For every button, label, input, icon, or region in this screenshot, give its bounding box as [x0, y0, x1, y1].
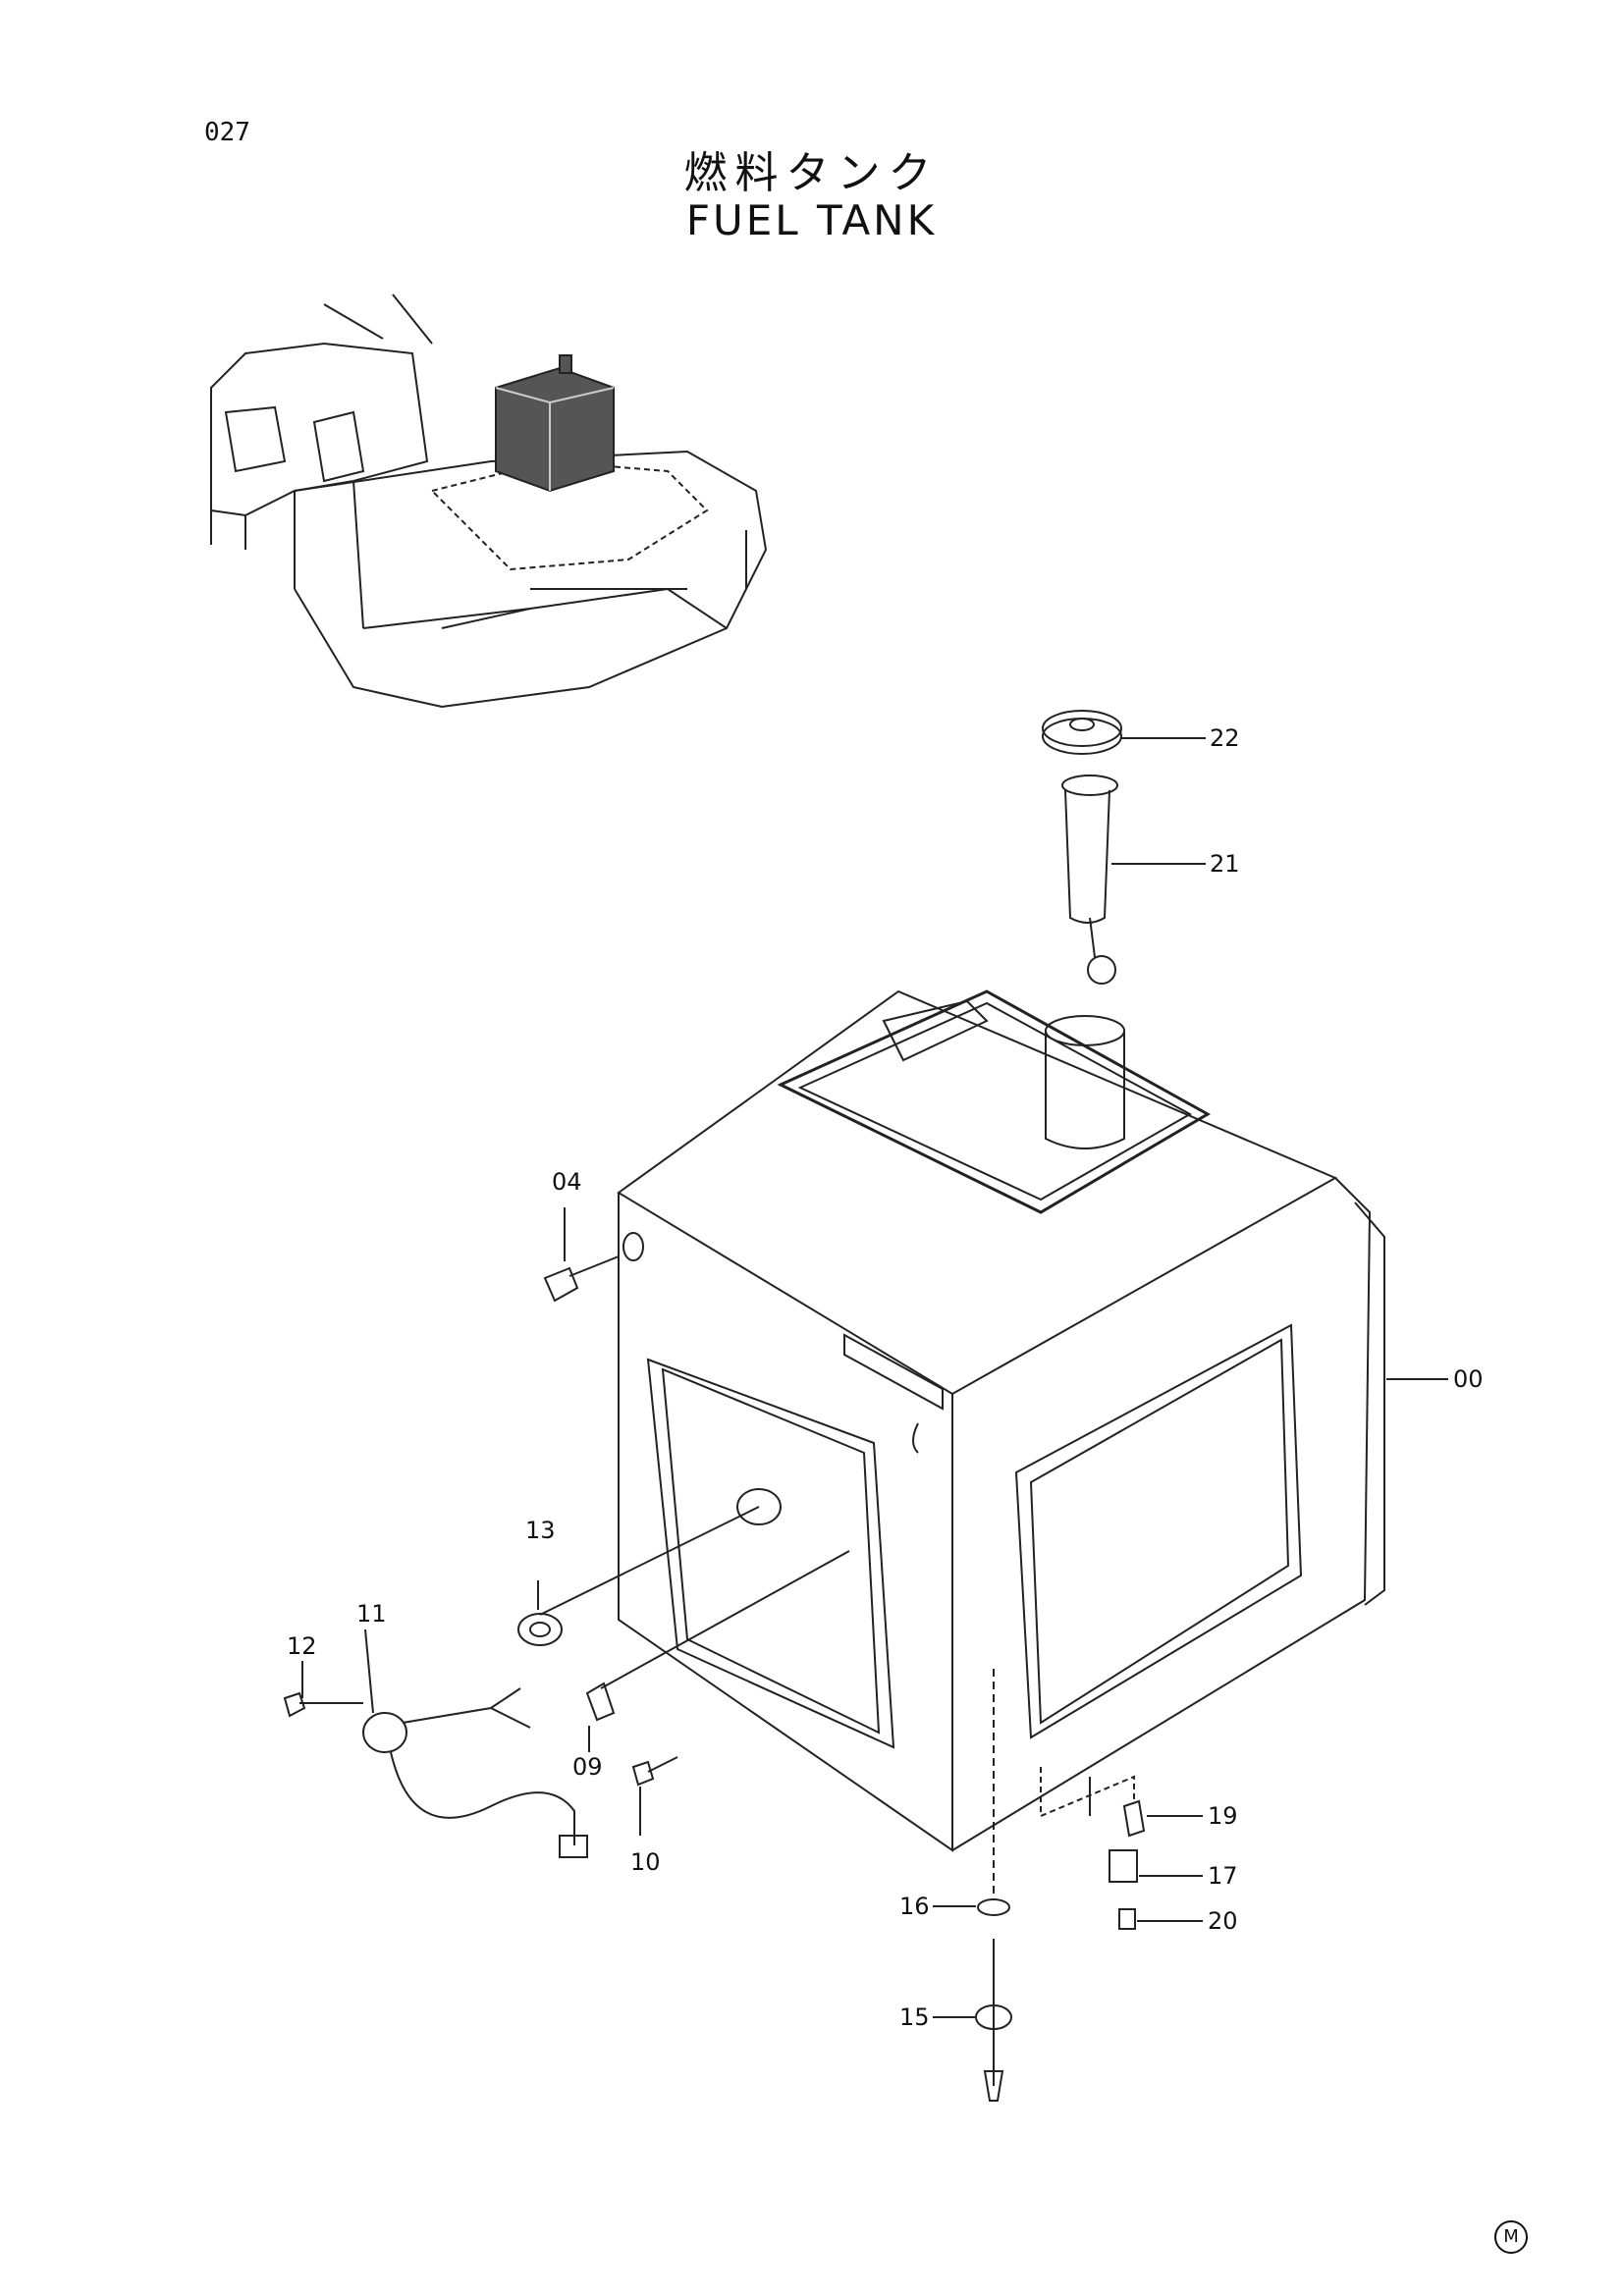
part-label-21: 21: [1210, 850, 1240, 878]
part-label-15: 15: [899, 2003, 930, 2031]
part-label-04: 04: [552, 1168, 582, 1196]
excavator-locator-sketch: [210, 294, 768, 709]
part-20-plug: [1118, 1908, 1136, 1930]
corner-mark: M: [1494, 2220, 1528, 2254]
part-16-washer: [977, 1669, 1010, 1916]
part-19-fitting: [1122, 1799, 1146, 1838]
part-label-13: 13: [525, 1517, 556, 1544]
part-12-bolt: [283, 1691, 363, 1718]
diagram-title-english: FUEL TANK: [685, 196, 938, 244]
page-number: 027: [204, 118, 250, 147]
part-label-00: 00: [1453, 1365, 1484, 1393]
part-label-16: 16: [899, 1893, 930, 1920]
part-21-strainer: [1061, 774, 1118, 985]
part-label-09: 09: [572, 1753, 603, 1781]
part-label-19: 19: [1208, 1802, 1238, 1830]
part-13-gasket: [517, 1488, 782, 1646]
part-17-joint: [1109, 1849, 1138, 1883]
part-10-bolt: [631, 1756, 678, 1787]
fuel-tank-body: [617, 989, 1385, 1852]
part-label-12: 12: [287, 1632, 317, 1660]
diagram-title-japanese: 燃料タンク: [683, 148, 940, 198]
part-label-10: 10: [630, 1848, 661, 1876]
part-number-labels: 22 21 00 04 13 11 12 09 10 16 15 19 17 2…: [287, 724, 1484, 2031]
part-label-22: 22: [1210, 724, 1240, 752]
part-label-20: 20: [1208, 1907, 1238, 1935]
part-09-clip: [585, 1550, 850, 1722]
part-11-level-sensor: [362, 1687, 588, 1858]
part-15-drain-valve: [975, 1939, 1012, 2102]
leader-lines: [301, 737, 1448, 2018]
part-label-11: 11: [356, 1600, 387, 1628]
part-22-cap: [1042, 710, 1122, 755]
part-label-17: 17: [1208, 1862, 1238, 1890]
tank-location-highlight: [495, 354, 615, 493]
part-04-plug: [543, 1255, 620, 1303]
